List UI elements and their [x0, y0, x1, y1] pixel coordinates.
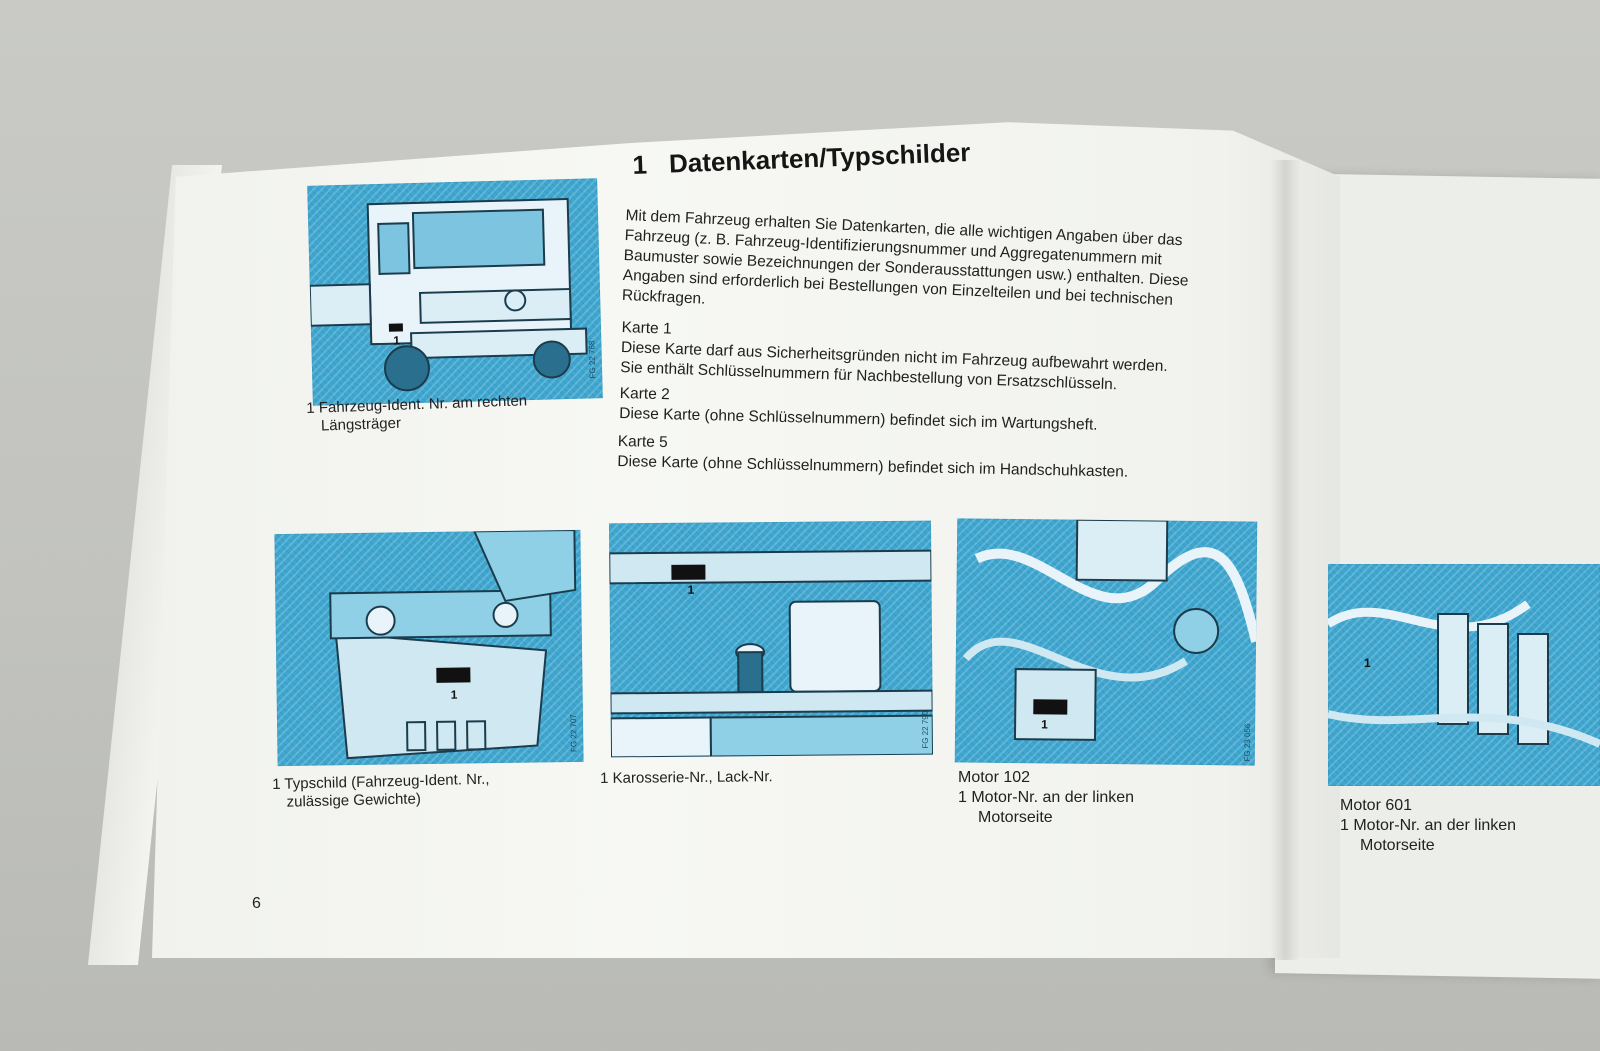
motor-102-caption: Motor 102 1 Motor-Nr. an der linken Moto… — [958, 768, 1134, 828]
caption-line: Motor 601 — [1340, 797, 1413, 814]
section-number: 1 — [632, 149, 648, 180]
marker-label: 1 — [450, 687, 458, 702]
caption-line: 1 Motor-Nr. an der linken — [958, 789, 1135, 806]
figure-code: FG 23 056 — [1242, 723, 1253, 762]
typschild-drawing — [329, 529, 577, 760]
type-plate-marker — [436, 667, 471, 683]
motor-102-drawing — [962, 518, 1258, 741]
caption-line: Motorseite — [1360, 837, 1435, 854]
typschild-caption: 1 Typschild (Fahrzeug-Ident. Nr., zuläss… — [272, 771, 490, 812]
body-number-marker — [671, 564, 706, 580]
book-gutter — [1270, 160, 1300, 960]
caption-line: 1 Karosserie-Nr., Lack-Nr. — [600, 768, 773, 787]
engine-number-marker — [1033, 699, 1068, 715]
karosserie-drawing — [608, 549, 934, 758]
karosserie-illustration: 1 FG 22 790 — [608, 520, 934, 758]
motor-601-illustration: 1 — [1328, 564, 1600, 786]
motor-601-drawing — [1328, 600, 1600, 748]
figure-code: FG 22 707 — [568, 714, 579, 753]
caption-line: Motorseite — [978, 809, 1053, 826]
figure-code: FG 22 790 — [920, 710, 930, 749]
truck-drawing — [308, 197, 588, 392]
marker-label: 1 — [687, 582, 695, 597]
caption-line: Motor 102 — [958, 769, 1031, 786]
truck-caption: 1 Fahrzeug-Ident. Nr. am rechten Längstr… — [306, 392, 528, 436]
caption-line: 1 Motor-Nr. an der linken — [1340, 817, 1517, 834]
typschild-illustration: 1 FG 22 707 — [274, 529, 584, 767]
marker-label: 1 — [393, 333, 401, 348]
marker-label: 1 — [1041, 717, 1048, 732]
figure-code: FG 22 768 — [587, 340, 598, 379]
karosserie-caption: 1 Karosserie-Nr., Lack-Nr. — [600, 768, 773, 788]
motor-601-caption: Motor 601 1 Motor-Nr. an der linken Moto… — [1340, 796, 1516, 856]
truck-illustration: 1 FG 22 768 — [307, 178, 603, 406]
page-number: 6 — [252, 895, 261, 912]
motor-102-illustration: 1 FG 23 056 — [954, 518, 1258, 766]
marker-label: 1 — [1364, 656, 1371, 670]
